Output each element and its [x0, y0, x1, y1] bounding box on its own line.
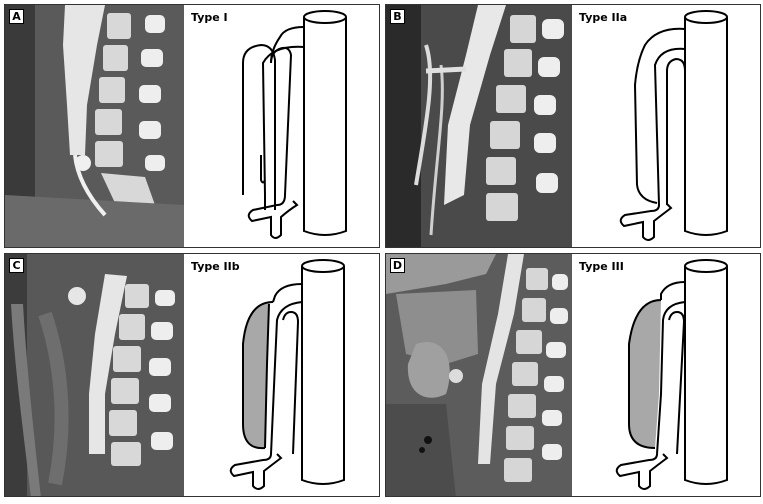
panel-letter: D	[390, 258, 405, 273]
aorta-diagram-c: Type IIb	[185, 254, 379, 496]
ct-scan-image-d	[386, 254, 572, 496]
panel-letter: B	[390, 9, 405, 24]
aorta-diagram-d: Type III	[573, 254, 760, 496]
type-label: Type III	[579, 260, 624, 273]
ct-scan-image-c	[5, 254, 184, 496]
aorta-diagram-a: Type I	[185, 5, 379, 247]
ct-scan-image-a	[5, 5, 184, 247]
panel-b: B Type IIa	[385, 4, 761, 248]
ct-scan-image-b	[386, 5, 572, 247]
panel-d: D Type III	[385, 253, 761, 497]
panel-c: C Type IIb	[4, 253, 380, 497]
panel-a: A Type I	[4, 4, 380, 248]
panel-letter: A	[9, 9, 24, 24]
type-label: Type IIb	[191, 260, 240, 273]
type-label: Type I	[191, 11, 228, 24]
shaded-segment	[629, 300, 661, 448]
type-label: Type IIa	[579, 11, 628, 24]
panel-letter: C	[9, 258, 24, 273]
aorta-diagram-b: Type IIa	[573, 5, 760, 247]
